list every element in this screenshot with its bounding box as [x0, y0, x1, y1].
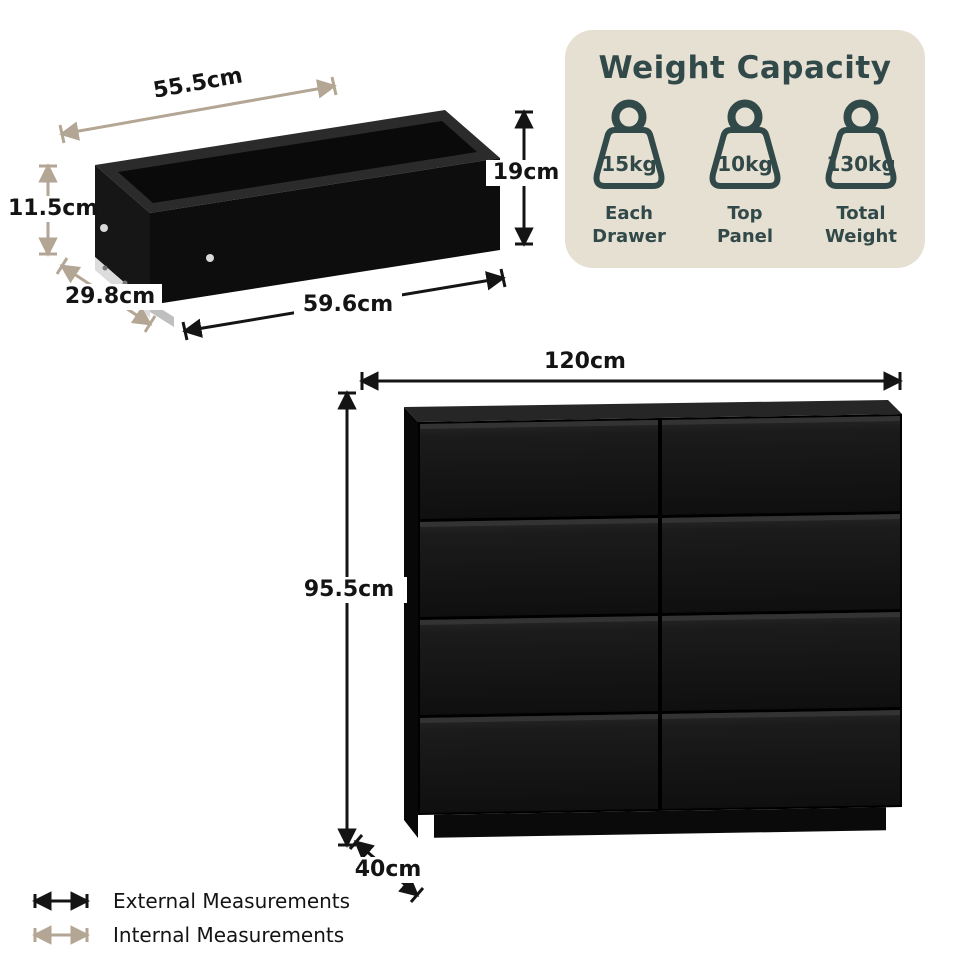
- legend-internal-row: Internal Measurements: [25, 918, 350, 952]
- chest-drawer-fronts: [420, 416, 900, 813]
- weight-kettlebell-icon: 15kg: [579, 96, 679, 196]
- chest-plinth: [434, 807, 886, 838]
- weight-caption: Total Weight: [825, 203, 897, 248]
- chest-depth-label: 40cm: [338, 857, 438, 884]
- weight-item-total-weight: 130kg Total Weight: [809, 96, 913, 249]
- weight-value: 10kg: [717, 152, 773, 176]
- screw-icon: [206, 254, 214, 262]
- chest-width-label: 120cm: [544, 349, 626, 374]
- weight-item-top-panel: 10kg Top Panel: [693, 96, 797, 249]
- chest-height-label: 95.5cm: [291, 577, 407, 604]
- drawer-internal-width-arrow: [58, 76, 338, 144]
- weight-capacity-title: Weight Capacity: [598, 50, 892, 86]
- drawer-internal-height-label: 11.5cm: [6, 196, 99, 223]
- weight-caption: Top Panel: [716, 203, 774, 248]
- internal-arrow-icon: [32, 925, 90, 945]
- chest-width-arrow: [359, 371, 903, 391]
- weight-kettlebell-icon: 130kg: [811, 96, 911, 196]
- chest-height-arrow: [337, 390, 357, 848]
- weight-kettlebell-icon: 10kg: [695, 96, 795, 196]
- drawer-illustration: [95, 110, 500, 327]
- weight-capacity-panel: Weight Capacity 15kg Each Drawer: [565, 30, 925, 268]
- legend-external-label: External Measurements: [113, 889, 351, 913]
- weight-value: 15kg: [601, 152, 657, 176]
- legend-internal-label: Internal Measurements: [113, 923, 345, 947]
- external-arrow-icon: [32, 891, 90, 911]
- measurement-legend: External Measurements Internal Measureme…: [25, 884, 350, 952]
- weight-item-each-drawer: 15kg Each Drawer: [577, 96, 681, 249]
- chest-illustration: [404, 400, 902, 838]
- drawer-internal-depth-label: 29.8cm: [58, 284, 162, 311]
- legend-external-row: External Measurements: [25, 884, 350, 918]
- drawer-external-width-label: 59.6cm: [294, 292, 402, 319]
- weight-caption: Each Drawer: [592, 203, 666, 248]
- weight-value: 130kg: [826, 152, 896, 176]
- screw-icon: [100, 224, 108, 232]
- drawer-external-height-label: 19cm: [486, 160, 566, 187]
